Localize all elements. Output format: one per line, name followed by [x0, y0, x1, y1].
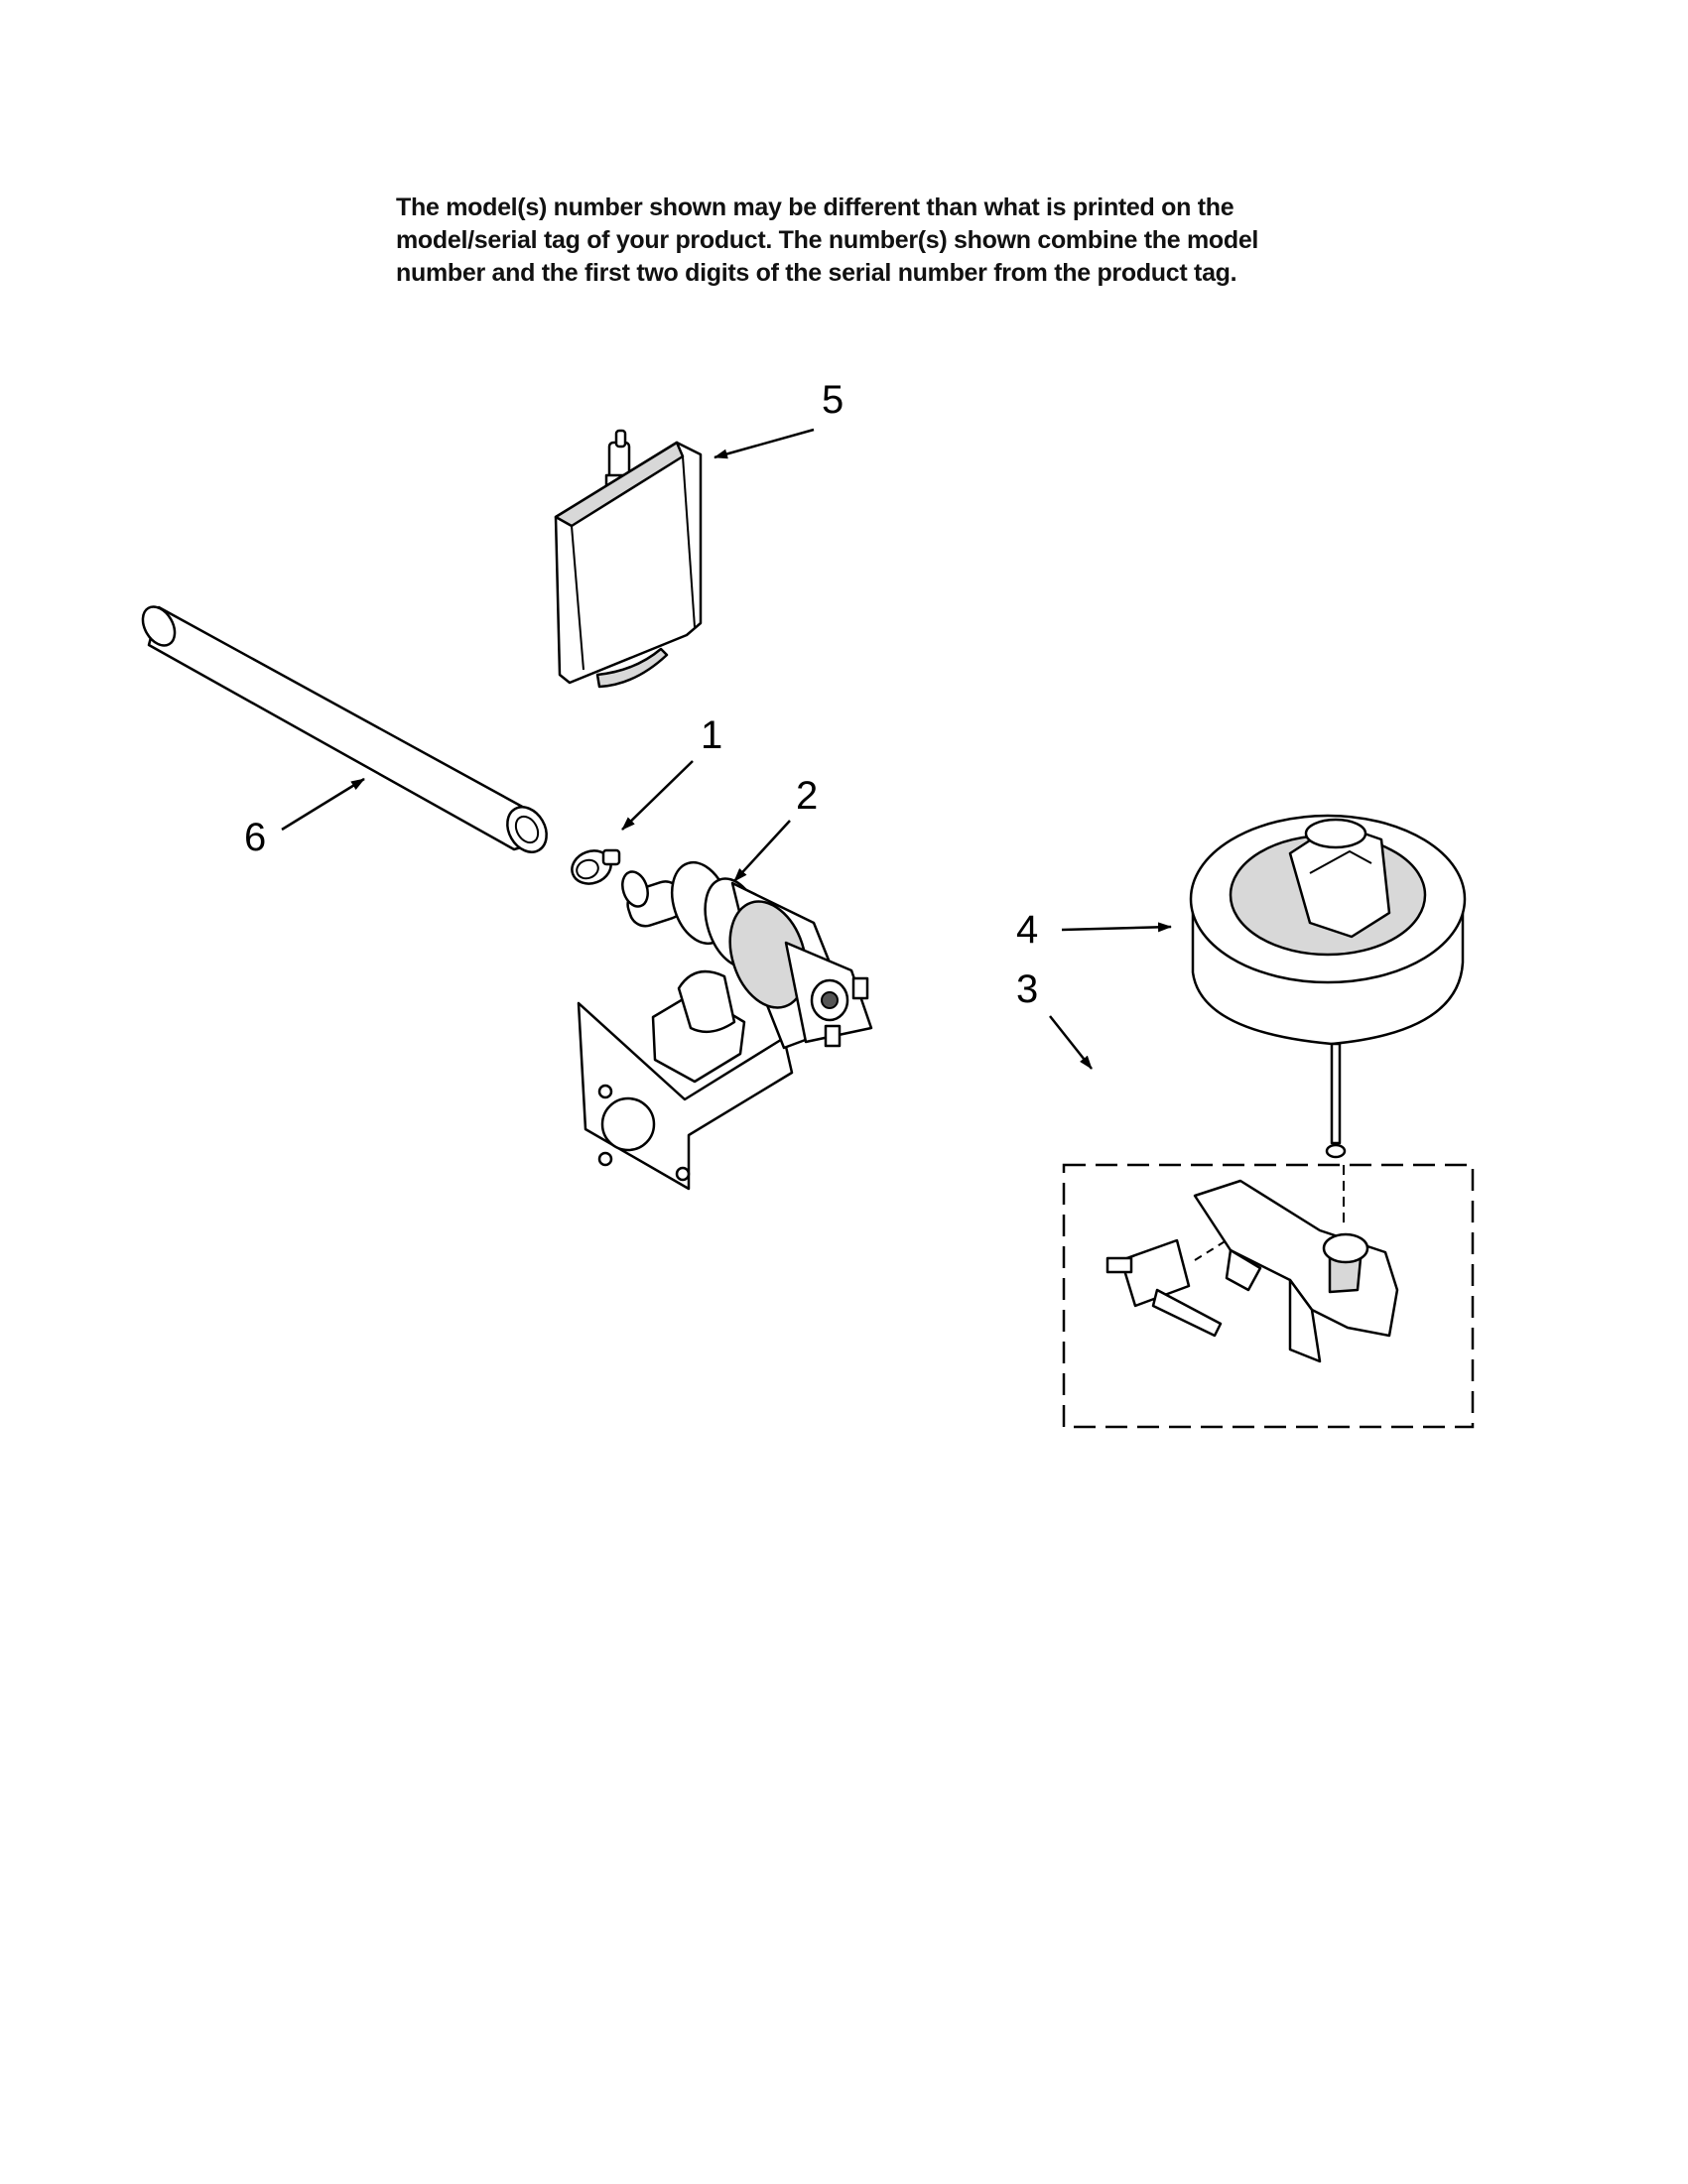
- callout-1: 1: [701, 713, 722, 757]
- part-3-switch-assembly: [1062, 1163, 1475, 1429]
- leader-3: [1049, 1015, 1093, 1070]
- disclaimer-text: The model(s) number shown may be differe…: [396, 192, 1339, 290]
- part-2-water-valve: [577, 860, 873, 1191]
- part-1-clamp: [571, 848, 621, 885]
- disclaimer-line-1: The model(s) number shown may be differe…: [396, 193, 1234, 221]
- callout-2: 2: [796, 774, 818, 818]
- leader-1: [621, 760, 694, 831]
- leader-5: [714, 428, 815, 459]
- disclaimer-line-2: model/serial tag of your product. The nu…: [396, 226, 1259, 254]
- leader-4: [1061, 922, 1172, 933]
- leader-2: [733, 820, 791, 882]
- callout-6: 6: [244, 816, 266, 859]
- callout-3: 3: [1016, 967, 1038, 1011]
- part-4-float-cup: [1189, 814, 1467, 1159]
- part-5-reservoir: [554, 429, 703, 689]
- disclaimer-line-3: number and the first two digits of the s…: [396, 259, 1237, 287]
- callout-4: 4: [1016, 908, 1038, 952]
- callout-5: 5: [822, 378, 844, 422]
- leader-6: [281, 777, 365, 832]
- part-6-tube: [141, 605, 548, 853]
